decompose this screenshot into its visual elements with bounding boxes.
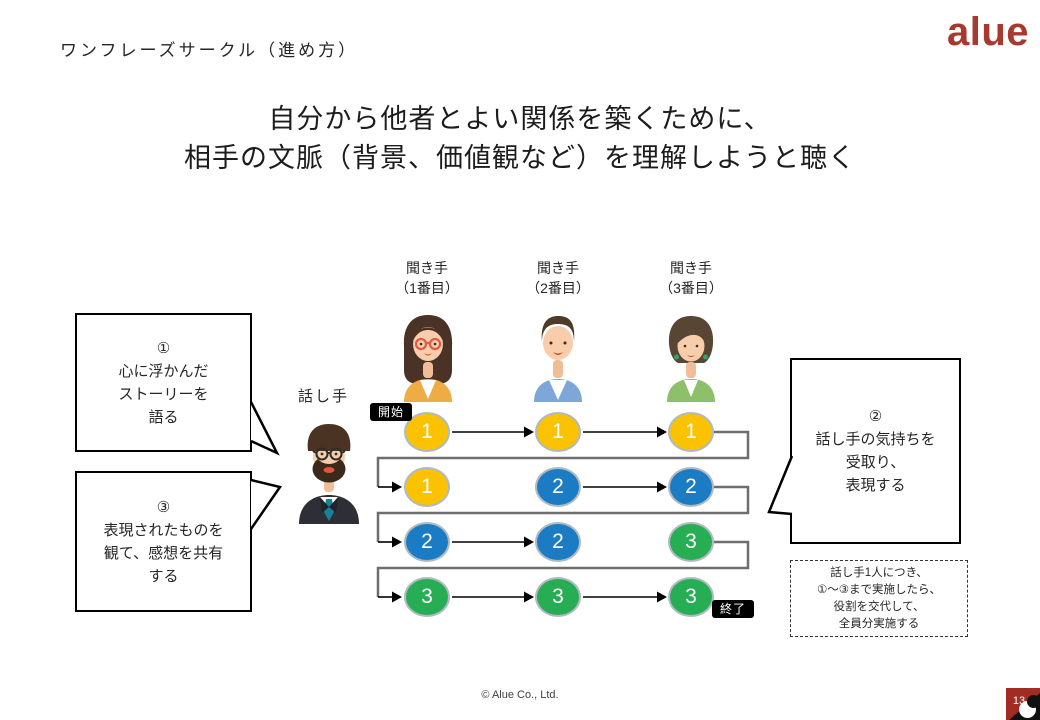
slide-heading: 自分から他者とよい関係を築くために、 相手の文脈（背景、価値観など）を理解しよう… bbox=[0, 100, 1040, 178]
listener-3-label: 聞き手 （3番目） bbox=[631, 258, 751, 298]
speaker-label: 話し手 bbox=[298, 388, 350, 405]
rotation-note-line: ①～③まで実施したら、 bbox=[816, 583, 942, 596]
flow-circle-r3-c1: 2 bbox=[404, 522, 450, 562]
alue-logo: alue bbox=[940, 6, 1036, 58]
speaker-avatar-icon bbox=[299, 424, 359, 524]
flow-circle-r4-c3: 3 bbox=[668, 577, 714, 617]
bubble-step3-line: する bbox=[148, 567, 179, 585]
flow-circle-r4-c2: 3 bbox=[535, 577, 581, 617]
copyright-footer: © Alue Co., Ltd. bbox=[481, 689, 559, 701]
flow-circle-r3-c2: 2 bbox=[535, 522, 581, 562]
flow-start-tag: 開始 bbox=[370, 403, 413, 421]
listener-2-label: 聞き手 （2番目） bbox=[498, 258, 618, 298]
flow-circle-r1-c2: 1 bbox=[535, 412, 581, 452]
bubble-step1-line: ストーリーを bbox=[118, 385, 209, 403]
rotation-note-line: 話し手1人につき、 bbox=[830, 566, 928, 579]
flow-connectors bbox=[376, 426, 750, 603]
flow-circle-r3-c3: 3 bbox=[668, 522, 714, 562]
page-number: 13 bbox=[1013, 695, 1025, 707]
bubble-step3-number: ③ bbox=[156, 498, 171, 516]
flow-circle-r4-c1: 3 bbox=[404, 577, 450, 617]
flow-circle-r1-c3: 1 bbox=[668, 412, 714, 452]
heading-line-2: 相手の文脈（背景、価値観など）を理解しようと聴く bbox=[184, 143, 856, 173]
listener-1-avatar-icon bbox=[403, 315, 453, 402]
flow-circle-r2-c2: 2 bbox=[535, 467, 581, 507]
listener-1-label-role: 聞き手 bbox=[406, 260, 448, 276]
bubble-step1-number: ① bbox=[156, 339, 171, 357]
listener-2-label-role: 聞き手 bbox=[537, 260, 579, 276]
listener-1-label-order: （1番目） bbox=[395, 280, 459, 296]
slide-title: ワンフレーズサークル（進め方） bbox=[60, 41, 359, 60]
flow-circle-r1-c1: 1 bbox=[404, 412, 450, 452]
bubble-step2-line: 話し手の気持ちを bbox=[815, 431, 936, 448]
bubble-step2-number: ② bbox=[868, 408, 883, 425]
listener-3-label-role: 聞き手 bbox=[670, 260, 712, 276]
flow-circle-r2-c1: 1 bbox=[404, 467, 450, 507]
bubble-step1-line: 心に浮かんだ bbox=[118, 362, 209, 380]
bubble-step2-line: 受取り、 bbox=[845, 454, 906, 471]
bubble-step3-line: 表現されたものを bbox=[103, 521, 224, 539]
listener-2-avatar-icon bbox=[534, 316, 582, 402]
bubble-step2: ② 話し手の気持ちを 受取り、 表現する bbox=[790, 358, 961, 544]
bubble-step1: ① 心に浮かんだ ストーリーを 語る bbox=[75, 313, 252, 452]
bubble-step1-tail bbox=[249, 401, 280, 456]
flow-circle-r2-c3: 2 bbox=[668, 467, 714, 507]
bubble-step3: ③ 表現されたものを 観て、感想を共有 する bbox=[75, 471, 252, 612]
rotation-note-line: 役割を交代して、 bbox=[833, 600, 925, 613]
listener-3-label-order: （3番目） bbox=[659, 280, 723, 296]
page-number-badge: 13 bbox=[1006, 688, 1040, 720]
alue-logo-text: alue bbox=[946, 9, 1030, 54]
listener-3-avatar-icon bbox=[667, 316, 715, 402]
bubble-step3-line: 観て、感想を共有 bbox=[103, 544, 224, 562]
listener-1-label: 聞き手 （1番目） bbox=[367, 258, 487, 298]
bubble-step2-line: 表現する bbox=[845, 477, 906, 494]
heading-line-1: 自分から他者とよい関係を築くために、 bbox=[268, 104, 772, 134]
bubble-step3-tail bbox=[249, 478, 283, 530]
flow-end-tag: 終了 bbox=[712, 600, 755, 618]
bubble-step1-line: 語る bbox=[148, 408, 179, 426]
listener-2-label-order: （2番目） bbox=[526, 280, 590, 296]
rotation-note: 話し手1人につき、 ①～③まで実施したら、 役割を交代して、 全員分実施する bbox=[790, 560, 968, 637]
rotation-note-line: 全員分実施する bbox=[838, 617, 920, 630]
